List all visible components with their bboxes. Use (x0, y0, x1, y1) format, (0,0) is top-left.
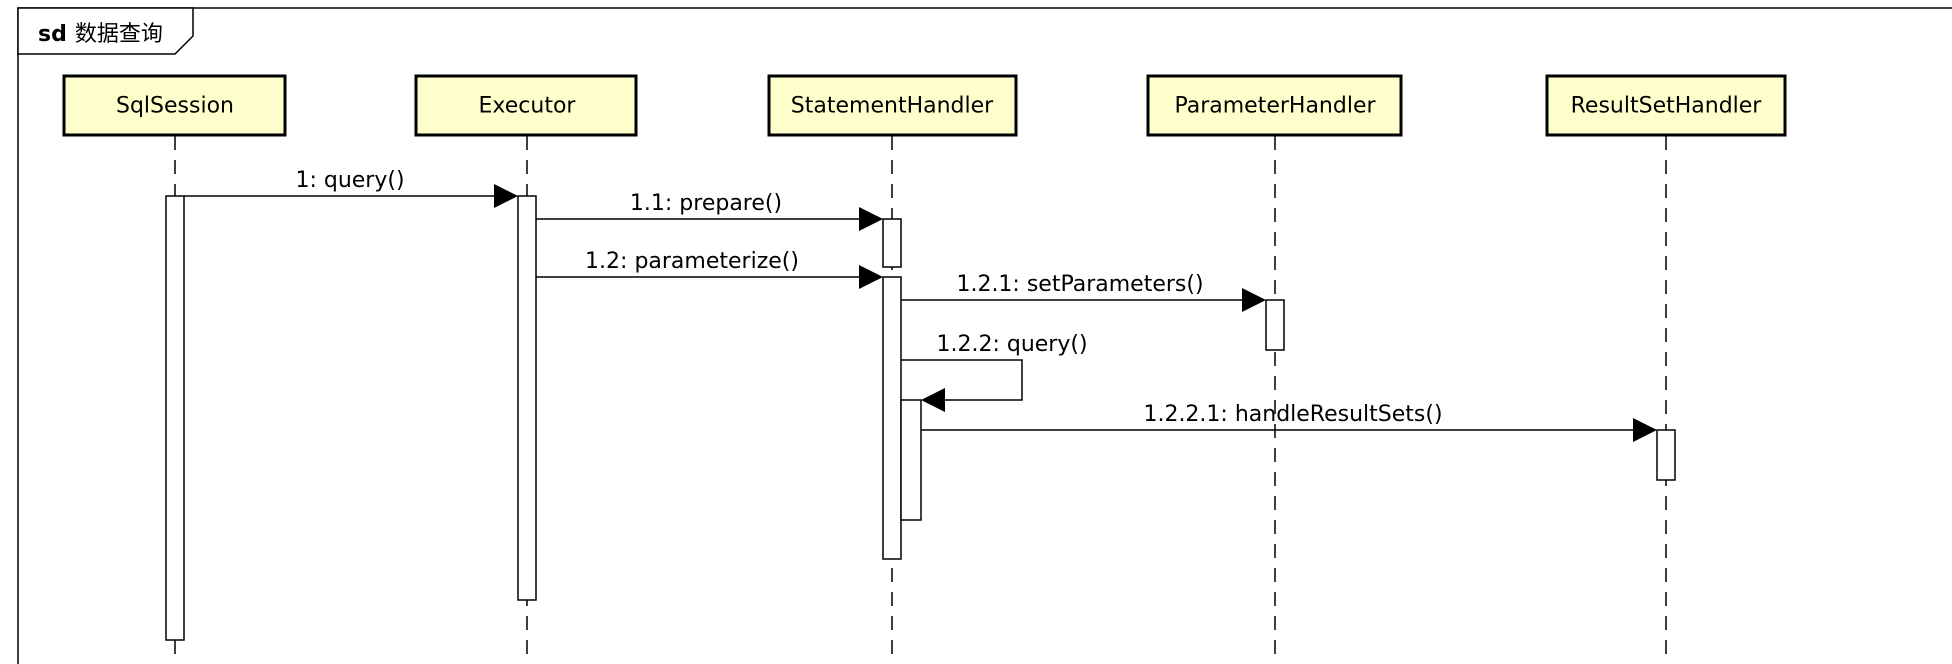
message-self-query[interactable]: 1.2.2: query() (901, 332, 1088, 412)
activations (165, 195, 1676, 641)
frame-title: sd 数据查询 (38, 22, 163, 47)
participant-parameterhandler[interactable]: ParameterHandler (1146, 74, 1403, 137)
message-label: 1.2.2: query() (936, 332, 1087, 357)
message-setparameters[interactable]: 1.2.1: setParameters() (901, 272, 1266, 312)
participant-label: SqlSession (116, 94, 234, 119)
participant-box (62, 74, 287, 137)
message-label: 1: query() (295, 168, 404, 193)
activation-statementhandler-prepare (882, 218, 902, 268)
message-label: 1.2: parameterize() (585, 249, 799, 274)
message-label: 1.2.1: setParameters() (956, 272, 1203, 297)
participant-label: ParameterHandler (1174, 94, 1376, 119)
message-line (901, 359, 1023, 401)
message-parameterize[interactable]: 1.2: parameterize() (536, 249, 883, 289)
activation-parameterhandler (1265, 299, 1285, 351)
message-prepare[interactable]: 1.1: prepare() (536, 191, 883, 231)
arrowhead-icon (494, 184, 518, 208)
participant-executor[interactable]: Executor (414, 74, 638, 137)
message-label: 1.1: prepare() (630, 191, 782, 216)
arrowhead-icon (921, 388, 945, 412)
frame-tab (17, 7, 194, 55)
frame-name: 数据查询 (75, 22, 163, 47)
activation-resultsethandler (1656, 429, 1676, 481)
diagram-frame: sd 数据查询 (17, 7, 1952, 664)
activation-sqlsession (165, 195, 185, 641)
arrowhead-icon (1633, 418, 1657, 442)
arrowhead-icon (859, 207, 883, 231)
message-query[interactable]: 1: query() (184, 168, 518, 208)
participant-box (1545, 74, 1787, 137)
activation-statementhandler-parameterize (882, 276, 902, 560)
arrowhead-icon (1242, 288, 1266, 312)
participant-label: StatementHandler (791, 94, 994, 119)
participant-label: Executor (479, 94, 577, 119)
participant-statementhandler[interactable]: StatementHandler (767, 74, 1018, 137)
participant-box (1146, 74, 1403, 137)
arrowhead-icon (859, 265, 883, 289)
participant-label: ResultSetHandler (1571, 94, 1763, 119)
participant-resultsethandler[interactable]: ResultSetHandler (1545, 74, 1787, 137)
frame-keyword: sd (38, 22, 67, 47)
participant-box (414, 74, 638, 137)
activation-statementhandler-query (900, 399, 922, 521)
participant-sqlsession[interactable]: SqlSession (62, 74, 287, 137)
message-handleresultsets[interactable]: 1.2.2.1: handleResultSets() (921, 402, 1657, 442)
message-label: 1.2.2.1: handleResultSets() (1143, 402, 1442, 427)
activation-executor (517, 195, 537, 601)
participant-box (767, 74, 1018, 137)
